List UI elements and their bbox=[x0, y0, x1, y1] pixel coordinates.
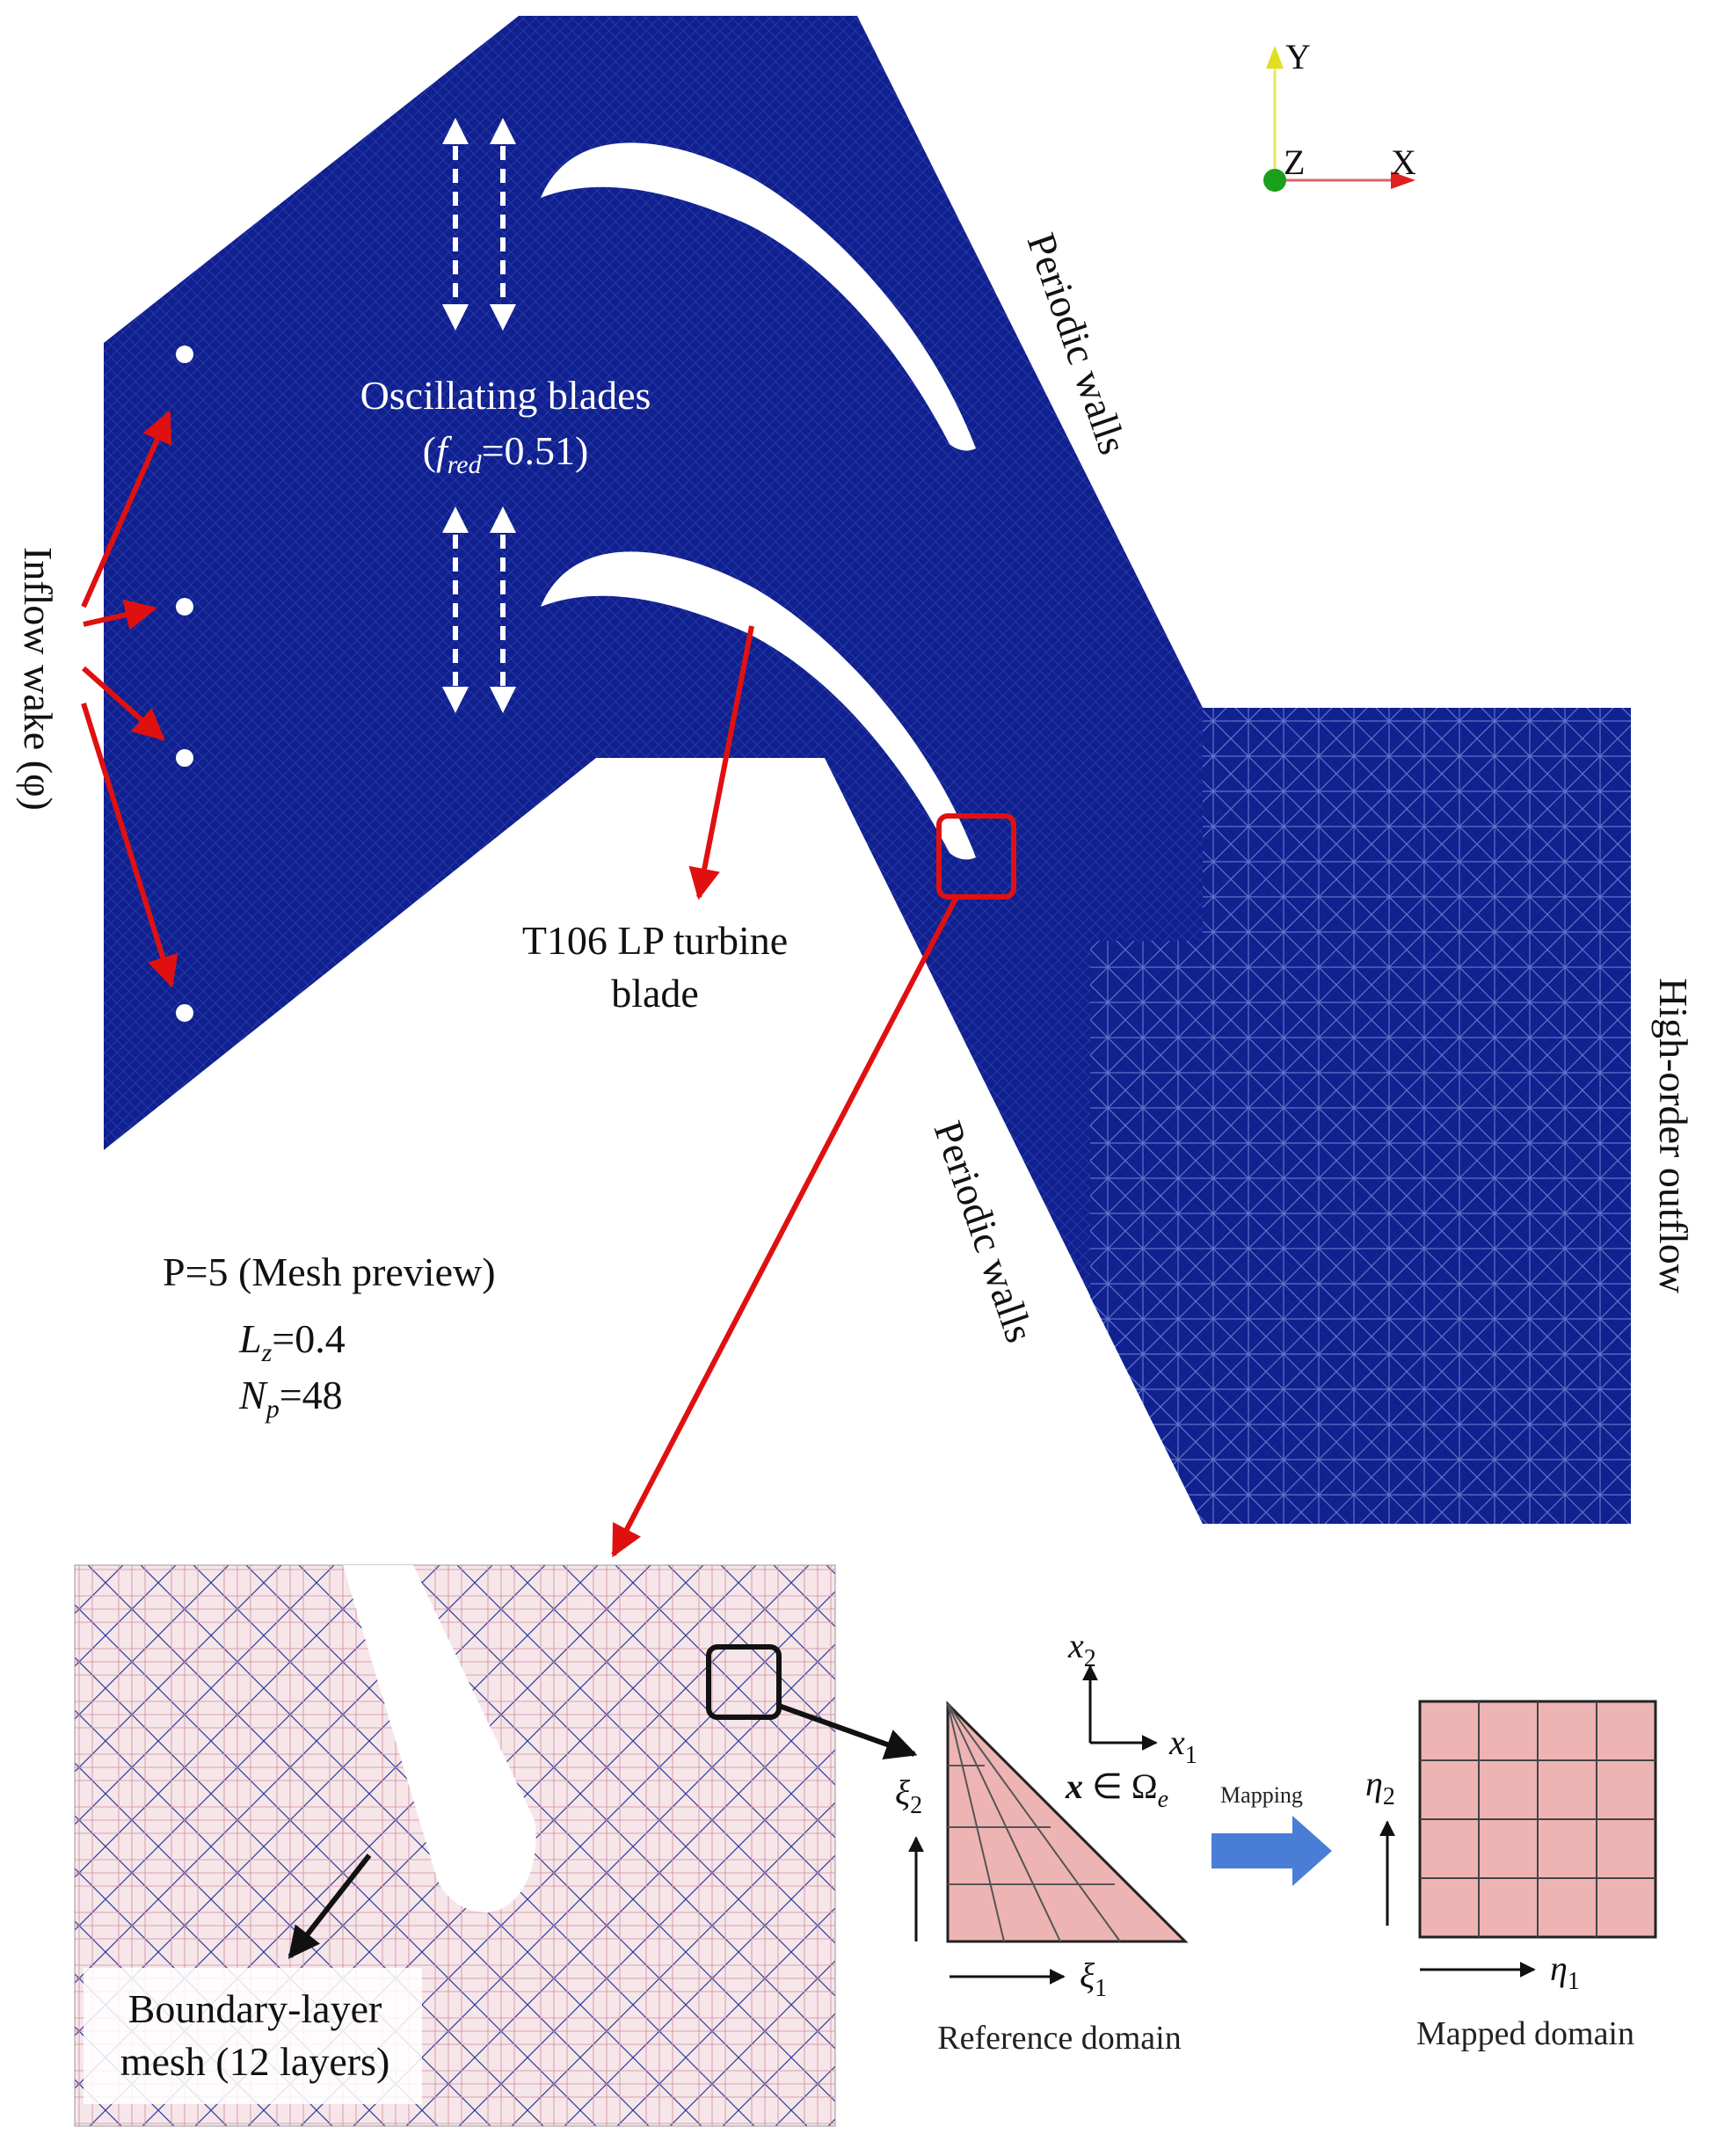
mapped-domain-caption: Mapped domain bbox=[1416, 2015, 1634, 2052]
lower-turbine-blade bbox=[541, 551, 976, 860]
blade-label-line1: T106 LP turbine bbox=[522, 918, 788, 963]
reference-domain: x2 x1 ξ2 ξ1 x ∈ Ωe Reference domain bbox=[895, 1626, 1197, 2057]
boundary-layer-label-line2: mesh (12 layers) bbox=[120, 2039, 390, 2084]
mapping-arrow-icon bbox=[1212, 1816, 1332, 1886]
mesh-outflow-coarse bbox=[1090, 708, 1631, 1524]
lz-label: Lz=0.4 bbox=[238, 1316, 346, 1367]
x2-axis-label: x2 bbox=[1067, 1626, 1096, 1672]
oscillating-blades-label: Oscillating blades bbox=[360, 373, 651, 418]
boundary-layer-pointer bbox=[287, 1854, 372, 1959]
y-axis-cone-icon bbox=[1266, 46, 1284, 69]
membership-label: x ∈ Ωe bbox=[1065, 1766, 1168, 1813]
zoom-region-box bbox=[936, 813, 1016, 900]
axis-x-label: X bbox=[1391, 142, 1416, 182]
wake-dot bbox=[176, 598, 193, 615]
boundary-layer-label-line1: Boundary-layer bbox=[128, 1986, 382, 2031]
blade-label-line2: blade bbox=[611, 971, 699, 1016]
inflow-wake-dots bbox=[176, 346, 193, 1022]
x1-axis-label: x1 bbox=[1168, 1723, 1197, 1769]
z-axis-dot-icon bbox=[1263, 169, 1286, 192]
inflow-arrow bbox=[81, 410, 172, 608]
element-to-reference-arrow bbox=[777, 1703, 918, 1760]
inflow-wake-label: Inflow wake (φ) bbox=[16, 547, 61, 811]
blade-pointer-arrow bbox=[688, 625, 754, 900]
high-order-outflow-label: High-order outflow bbox=[1651, 978, 1696, 1294]
eta2-axis-label: η2 bbox=[1365, 1764, 1395, 1810]
upper-turbine-blade bbox=[541, 142, 976, 451]
reference-triangle bbox=[946, 1701, 1189, 1943]
mapping-label: Mapping bbox=[1220, 1782, 1303, 1808]
boundary-layer-label-bg bbox=[84, 1968, 422, 2104]
zoom-leader-arrow bbox=[611, 895, 959, 1558]
wake-dot bbox=[176, 749, 193, 767]
eta1-axis-label: η1 bbox=[1550, 1948, 1580, 1995]
inflow-arrows bbox=[81, 410, 178, 988]
mesh-preview-label: P=5 (Mesh preview) bbox=[163, 1249, 496, 1294]
zoom-element-box bbox=[706, 1644, 782, 1720]
oscillation-arrows bbox=[442, 118, 516, 713]
mapping-arrow: Mapping bbox=[1212, 1782, 1332, 1886]
wake-dot bbox=[176, 346, 193, 363]
axis-y-label: Y bbox=[1285, 37, 1311, 76]
np-label: Np=48 bbox=[238, 1373, 343, 1424]
x-axis-cone-icon bbox=[1391, 171, 1415, 189]
axis-triad: Y Z X bbox=[1263, 37, 1416, 192]
wake-dot bbox=[176, 1004, 193, 1022]
zoom-panel: Boundary-layer mesh (12 layers) bbox=[74, 1564, 918, 2127]
inflow-arrow bbox=[82, 666, 165, 741]
xi2-axis-label: ξ2 bbox=[895, 1773, 922, 1819]
xi1-axis-label: ξ1 bbox=[1080, 1956, 1107, 2002]
mapped-domain: η2 η1 Mapped domain bbox=[1365, 1700, 1657, 2052]
mesh-domain bbox=[104, 16, 1631, 1524]
reference-domain-caption: Reference domain bbox=[937, 2020, 1181, 2057]
zoom-trailing-edge bbox=[343, 1565, 536, 1912]
axis-z-label: Z bbox=[1284, 142, 1305, 182]
inflow-arrow bbox=[81, 703, 178, 988]
fred-label: (fred=0.51) bbox=[423, 428, 589, 479]
inflow-arrow bbox=[83, 599, 157, 630]
